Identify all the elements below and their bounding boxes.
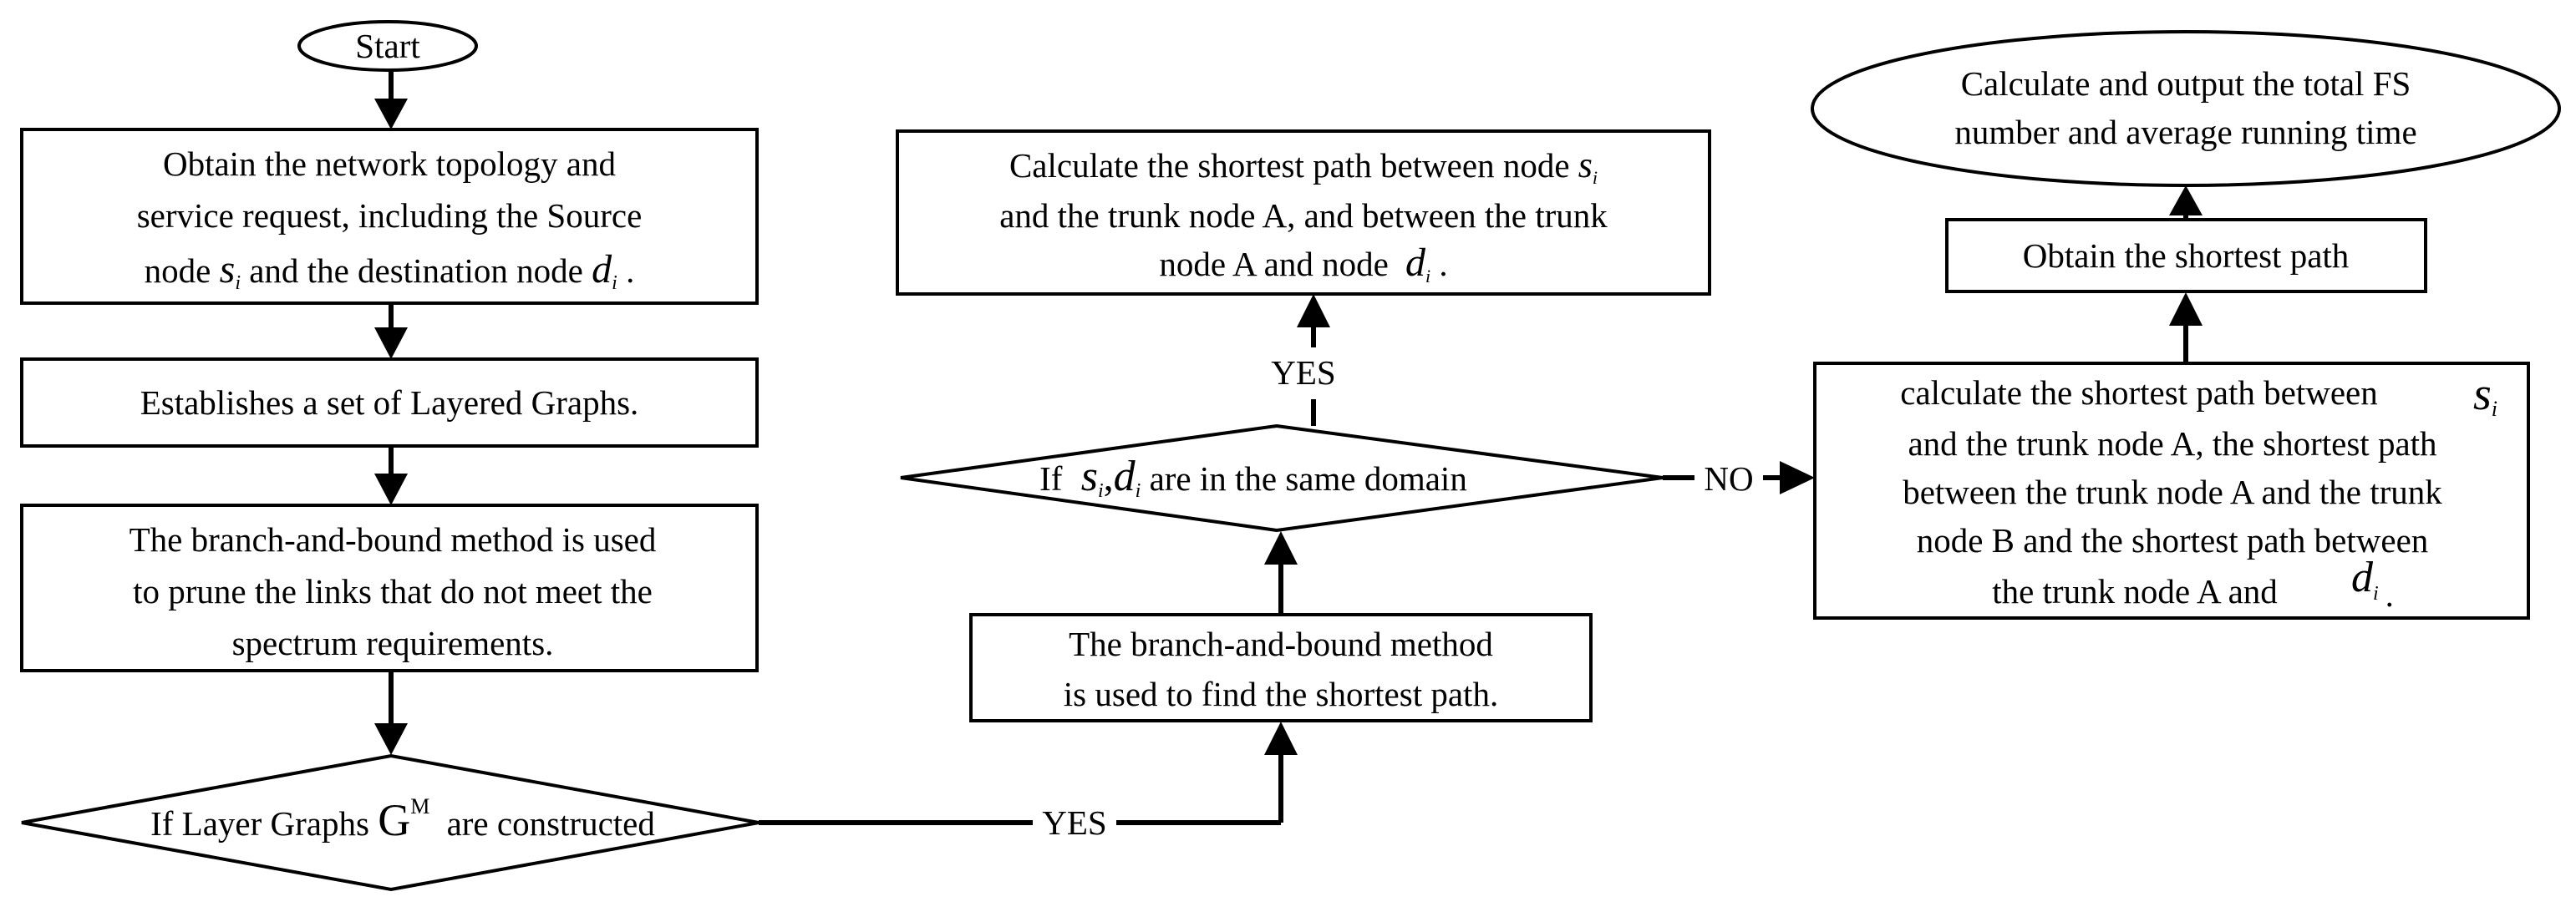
- domain-decision-label: If si,di are in the same domain: [1039, 453, 1467, 504]
- connector-domain-yes: [1297, 294, 1330, 426]
- no-label: NO: [1704, 459, 1753, 498]
- branch-bound-line-2: is used to find the shortest path.: [1064, 675, 1498, 713]
- same-domain-line-2: and the trunk node A, and between the tr…: [999, 196, 1608, 235]
- connector-obtain-shortest-to-end: [2169, 185, 2203, 220]
- obtain-line-2: service request, including the Source: [137, 196, 643, 235]
- end-line-2: number and average running time: [1954, 113, 2416, 151]
- connector-obtain-to-layered: [374, 303, 408, 359]
- diff-domain-path-box: [1813, 362, 2530, 620]
- diff-domain-line-1: calculate the shortest path between: [1900, 373, 2377, 412]
- connector-diff-to-obtain-shortest: [2169, 292, 2203, 363]
- end-terminal: [1811, 30, 2561, 187]
- connector-domain-no: [1663, 461, 1815, 494]
- connector-branch-bound-to-domain: [1264, 531, 1298, 615]
- same-domain-line-1: Calculate the shortest path between node…: [1009, 144, 1598, 188]
- prune-links-box: [20, 504, 759, 672]
- layered-graphs-label: Establishes a set of Layered Graphs.: [140, 383, 639, 422]
- same-domain-line-3: node A and node di .: [1159, 241, 1447, 290]
- layered-graphs-box: [20, 357, 759, 448]
- obtain-shortest-box: [1945, 218, 2427, 293]
- layer-decision-label: If Layer Graphs GM are constructed: [150, 783, 655, 845]
- start-terminal: [297, 20, 478, 72]
- diff-domain-line-2: and the trunk node A, the shortest path: [1908, 424, 2436, 463]
- connector-prune-to-decision: [374, 671, 408, 755]
- diff-domain-line-4: node B and the shortest path between: [1917, 521, 2429, 560]
- obtain-line-3: node si and the destination node di .: [145, 247, 635, 296]
- start-label: Start: [355, 27, 420, 65]
- prune-line-3: spectrum requirements.: [232, 624, 554, 662]
- diff-domain-d-symbol: di.: [2351, 554, 2394, 614]
- same-domain-path-box: [896, 129, 1711, 296]
- diff-domain-line-3: between the trunk node A and the trunk: [1903, 473, 2442, 511]
- obtain-shortest-label: Obtain the shortest path: [2023, 236, 2350, 275]
- obtain-line-1: Obtain the network topology and: [163, 144, 616, 183]
- diff-domain-line-5: the trunk node A and: [1992, 572, 2278, 611]
- end-line-1: Calculate and output the total FS: [1961, 64, 2411, 103]
- prune-line-1: The branch-and-bound method is used: [130, 520, 657, 559]
- branch-bound-line-1: The branch-and-bound method: [1069, 625, 1493, 663]
- connector-decision-to-branch-bound: [759, 722, 1298, 825]
- diff-domain-s-symbol: si: [2473, 368, 2497, 421]
- yes-label-top: YES: [1271, 353, 1335, 392]
- prune-line-2: to prune the links that do not meet the: [133, 572, 653, 611]
- connector-start-to-obtain: [374, 70, 408, 129]
- yes-label-bottom: YES: [1042, 803, 1106, 842]
- obtain-topology-box: [20, 128, 759, 305]
- connector-layered-to-prune: [374, 446, 408, 505]
